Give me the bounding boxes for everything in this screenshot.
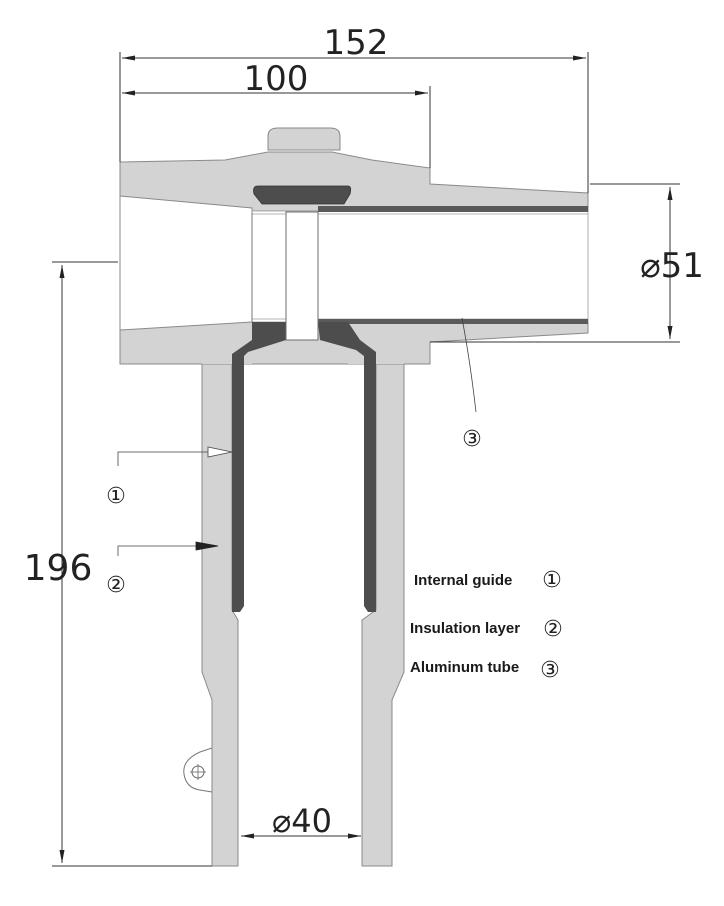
top-flange [119,151,589,212]
legend-marker-3: ③ [540,658,560,683]
liner-right [318,322,376,612]
dark-strip-bottom [318,319,588,324]
leader-lines [117,317,477,556]
callout-2: ② [106,573,126,598]
legend-label-1: Internal guide [414,572,512,589]
internal-guide-rod [285,211,319,341]
dimension-lines [52,52,680,867]
callout-1: ① [106,484,126,509]
insulation-layer [232,185,588,612]
legend: Internal guide ① Insulation layer ② Alum… [410,568,563,683]
top-dark-cap [253,185,352,205]
legend-label-2: Insulation layer [410,620,520,637]
callout-3: ③ [462,427,482,452]
legend-label-3: Aluminum tube [410,659,519,676]
liner-left [232,322,286,612]
dim-40-text: ⌀40 [272,802,332,840]
legend-marker-2: ② [543,617,563,642]
top-knob [267,127,341,151]
dim-51-text: ⌀51 [640,246,704,286]
dark-strip-top [318,206,588,212]
dim-196-text: 196 [24,548,93,589]
legend-marker-1: ① [542,568,562,593]
dim-152-text: 152 [324,23,389,63]
earthing-lug [183,747,213,793]
dim-100-text: 100 [244,59,309,99]
stem-right-wall [361,363,405,867]
